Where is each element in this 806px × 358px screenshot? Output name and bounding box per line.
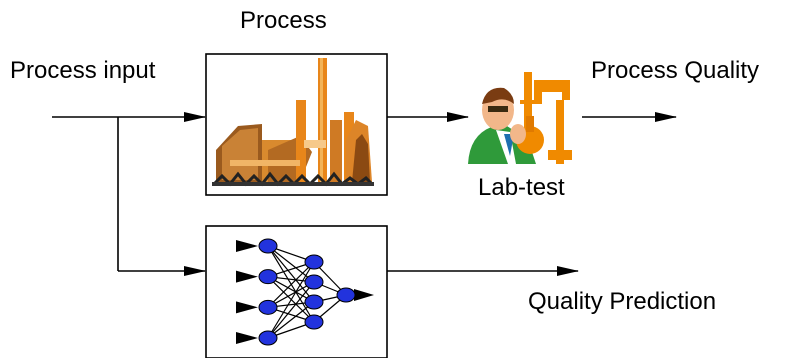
factory-icon (212, 58, 374, 187)
nn-connection (267, 301, 315, 339)
scientist-with-flask-icon (468, 72, 572, 164)
nn-connection (267, 245, 315, 283)
process-input-label: Process input (10, 57, 156, 84)
nn-neuron (304, 314, 324, 330)
neural-network-icon (236, 238, 374, 346)
process-title: Process (240, 7, 327, 34)
nn-connection (267, 281, 315, 339)
nn-input-arrow (236, 332, 258, 344)
nn-connection (267, 261, 315, 308)
nn-neuron (258, 269, 278, 285)
nn-neuron (336, 287, 356, 303)
nn-input-arrow (236, 240, 258, 252)
quality-prediction-label: Quality Prediction (528, 288, 717, 315)
nn-neuron (258, 299, 278, 315)
nn-connection (267, 245, 315, 303)
nn-input-arrow (236, 301, 258, 314)
nn-neuron (304, 274, 324, 290)
lab-test-label: Lab-test (478, 174, 565, 201)
nn-connection (267, 261, 315, 339)
nn-input-arrow (236, 270, 258, 283)
nn-neuron (258, 330, 278, 346)
nn-neuron (304, 294, 324, 310)
nn-output-arrow (354, 289, 374, 301)
nn-neuron (304, 254, 324, 270)
nn-neuron (258, 238, 278, 254)
process-quality-label: Process Quality (591, 57, 760, 84)
